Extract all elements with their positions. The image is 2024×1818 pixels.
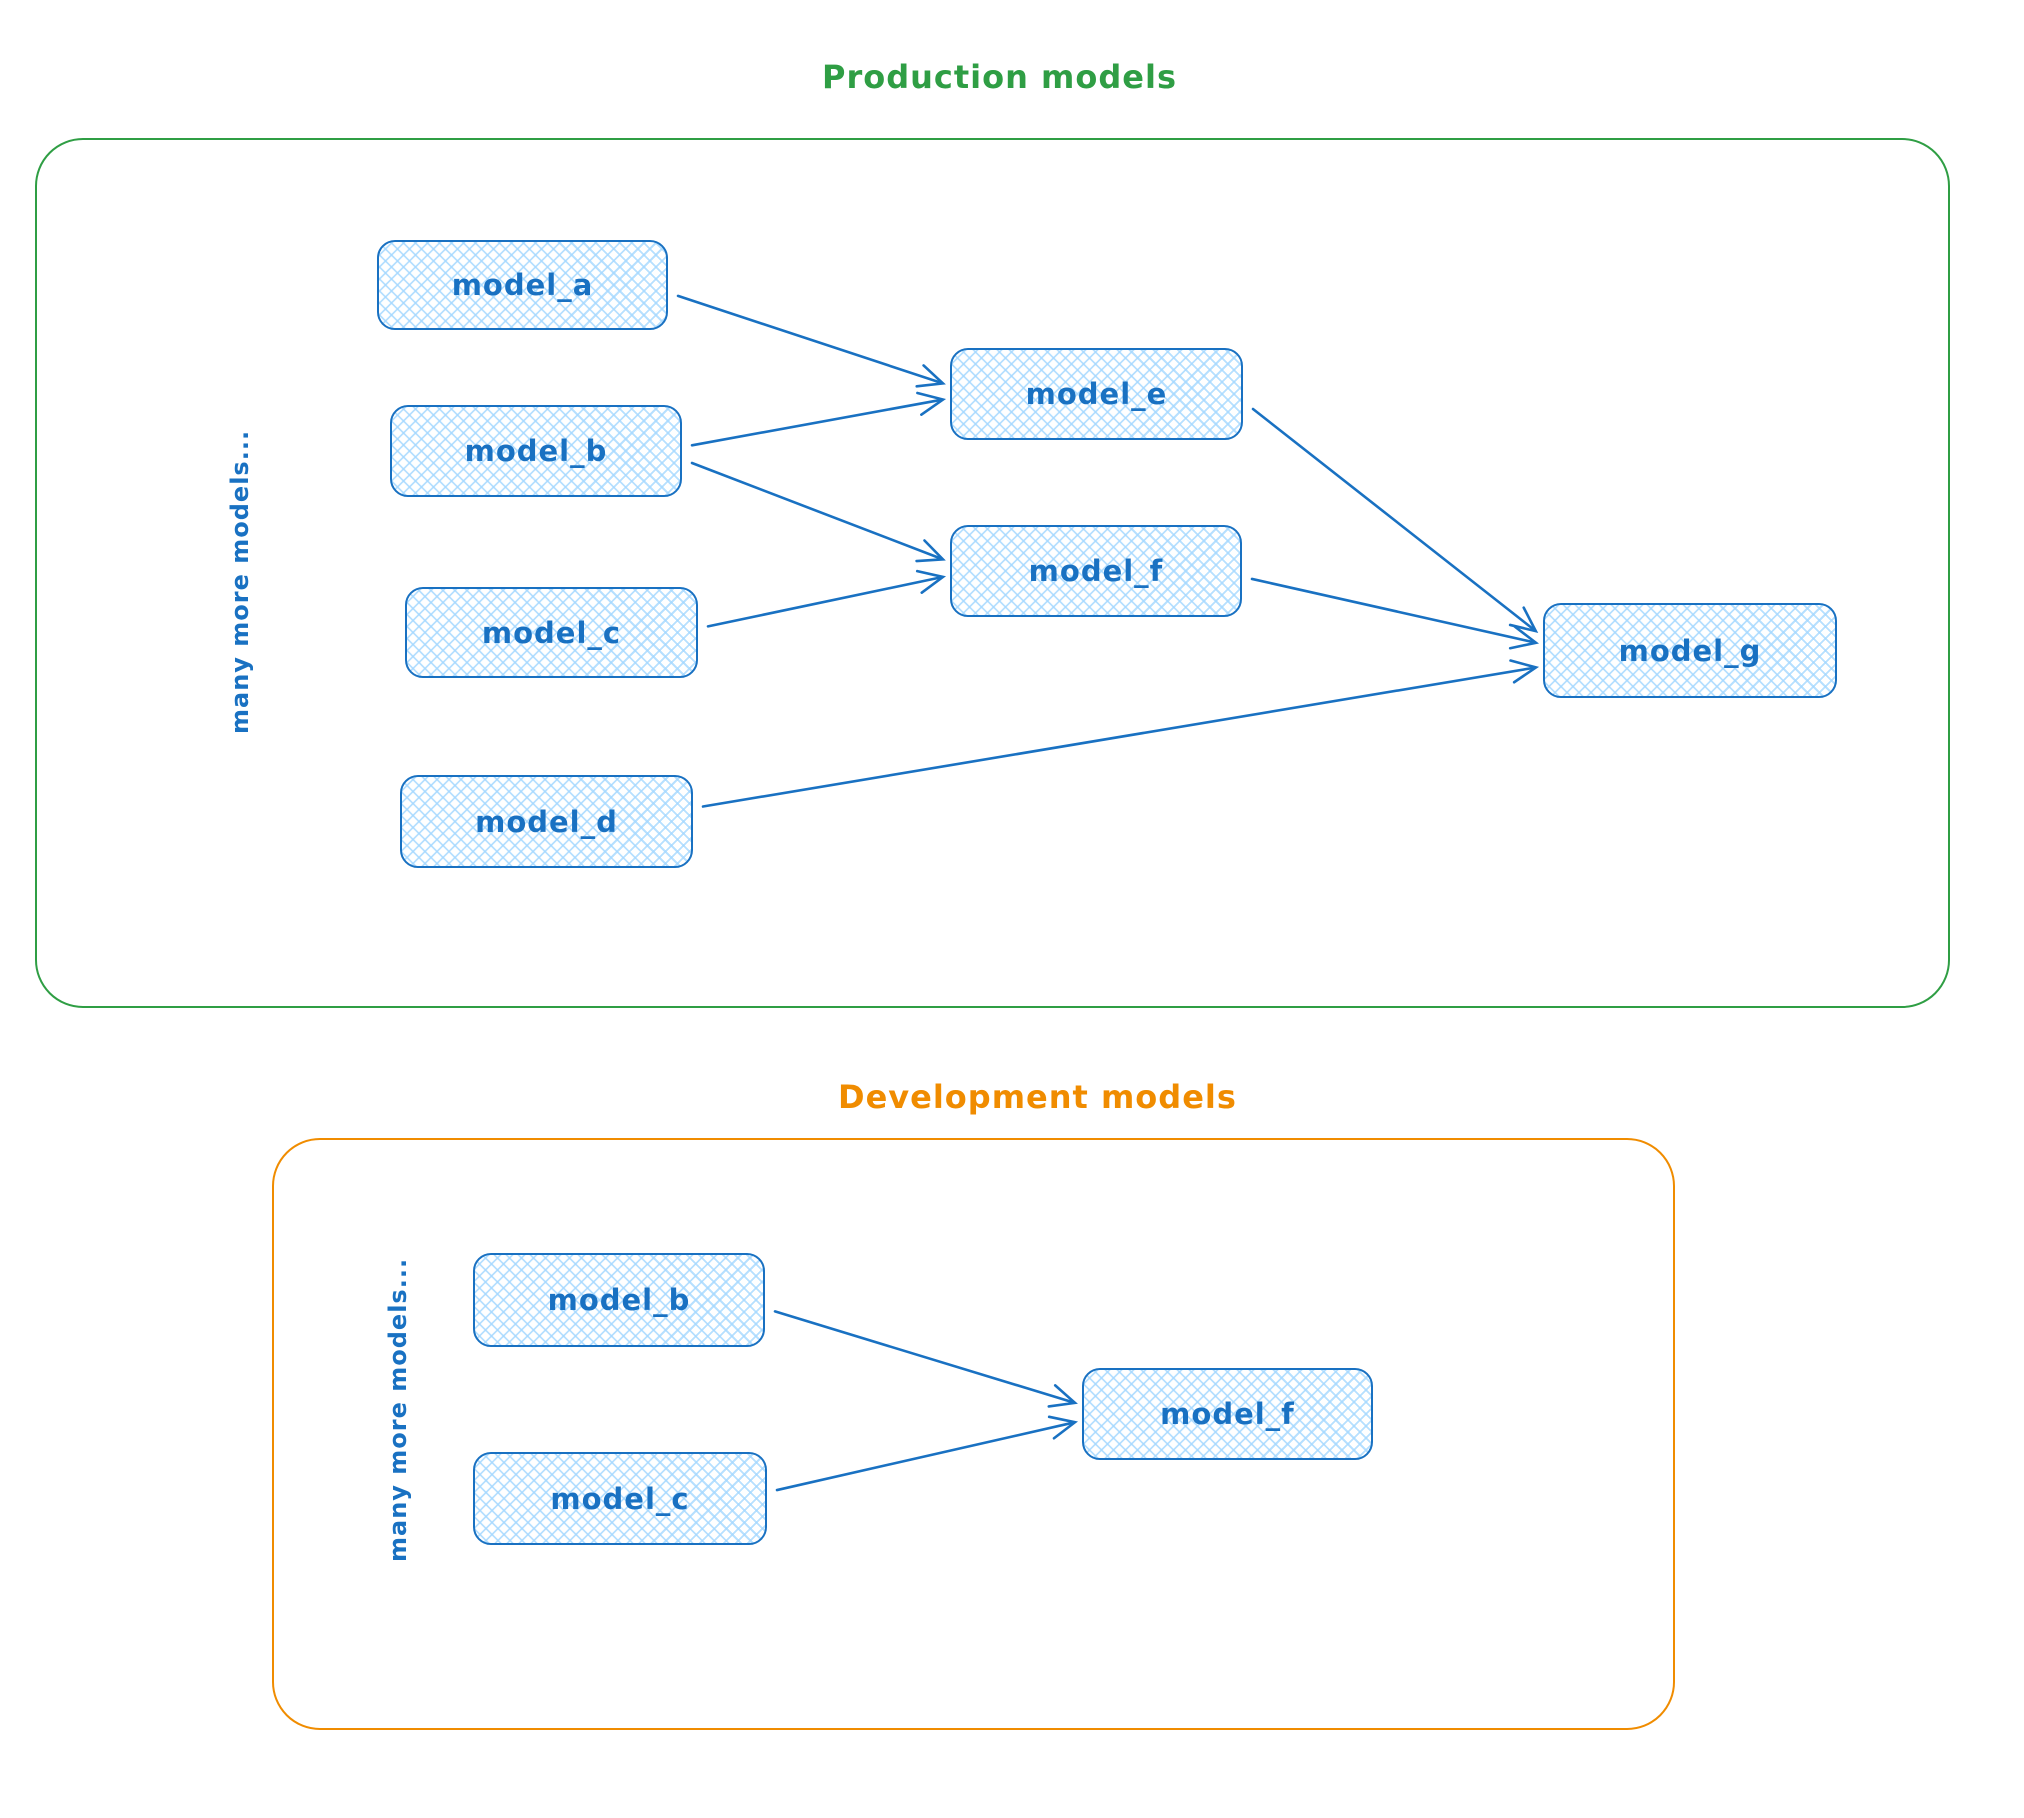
node-prod-model-e: model_e — [950, 348, 1243, 440]
node-dev-model-b: model_b — [473, 1253, 765, 1347]
development-side-note: many more models... — [384, 1257, 412, 1562]
node-prod-model-g: model_g — [1543, 603, 1837, 698]
node-prod-model-e-label: model_e — [1025, 377, 1168, 411]
node-prod-model-f: model_f — [950, 525, 1242, 617]
development-section-title: Development models — [838, 1078, 1237, 1116]
node-prod-model-d-label: model_d — [475, 804, 618, 839]
node-prod-model-a-label: model_a — [451, 268, 594, 302]
node-prod-model-a: model_a — [377, 240, 668, 330]
production-container-box — [35, 138, 1950, 1008]
development-container-box — [272, 1138, 1675, 1730]
node-prod-model-b-label: model_b — [464, 434, 608, 468]
node-prod-model-c-label: model_c — [481, 615, 622, 650]
node-prod-model-g-label: model_g — [1618, 633, 1762, 668]
production-section-title: Production models — [822, 58, 1177, 96]
node-prod-model-d: model_d — [400, 775, 693, 868]
production-side-note: many more models... — [226, 429, 254, 734]
node-prod-model-f-label: model_f — [1028, 554, 1164, 588]
node-prod-model-c: model_c — [405, 587, 698, 678]
node-dev-model-f-label: model_f — [1160, 1397, 1295, 1431]
node-dev-model-f: model_f — [1082, 1368, 1373, 1460]
node-dev-model-c: model_c — [473, 1452, 767, 1545]
node-dev-model-b-label: model_b — [547, 1283, 691, 1317]
node-dev-model-c-label: model_c — [550, 1481, 690, 1516]
node-prod-model-b: model_b — [390, 405, 682, 497]
